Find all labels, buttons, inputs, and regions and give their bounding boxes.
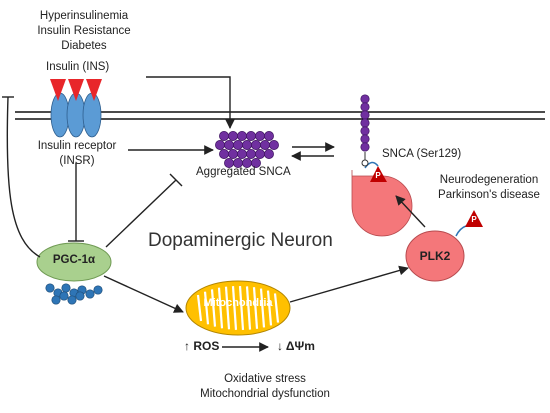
receptor-label: Insulin receptor (INSR) (22, 139, 132, 169)
condition-insulin-resistance: Insulin Resistance (37, 25, 131, 37)
mitochondria-node (185, 280, 291, 336)
snca-ser129-label: SNCA (Ser129) (382, 148, 462, 160)
cell-membrane (15, 111, 545, 120)
neurodegeneration-line1: Neurodegeneration (439, 174, 539, 186)
delta-psi-label: ↓ ΔΨm (277, 339, 315, 353)
neurodegeneration-label: Neurodegeneration Parkinson's disease (428, 173, 550, 203)
insulin-label: Insulin (INS) (46, 61, 110, 73)
inhibition-lines (2, 96, 183, 258)
plk2-node (405, 230, 465, 282)
mitochondria-label: Mitochondria (203, 297, 273, 309)
pgc1a-label: PGC-1α (52, 254, 96, 266)
outcome-mito-dysfunction: Mitochondrial dysfunction (200, 388, 330, 400)
insulin-receptor (50, 92, 102, 138)
aggregated-snca-label: Aggregated SNCA (196, 166, 291, 178)
condition-hyperinsulinemia: Hyperinsulinemia (39, 10, 129, 22)
ros-label: ↑ ROS (184, 339, 220, 353)
pgc1a-chain (45, 283, 103, 305)
neuron-title: Dopaminergic Neuron (148, 230, 333, 251)
condition-diabetes: Diabetes (61, 40, 107, 52)
neurodegeneration-line2: Parkinson's disease (438, 189, 540, 201)
phospho-label-plk2: P (471, 215, 477, 224)
plk2-label: PLK2 (419, 249, 451, 263)
outcome-oxidative-stress: Oxidative stress (224, 373, 306, 385)
snca-chain (360, 94, 370, 152)
outcomes-label: Oxidative stress Mitochondrial dysfuncti… (160, 372, 370, 402)
phospho-marker-snca (370, 166, 387, 182)
phospho-marker-plk2 (465, 210, 483, 227)
snca-binding-protein (351, 170, 413, 237)
receptor-label-line1: Insulin receptor (37, 140, 117, 152)
pathway-arrows (103, 76, 426, 352)
conditions-label: Hyperinsulinemia Insulin Resistance Diab… (20, 9, 148, 54)
pgc1a-node (36, 242, 112, 282)
phospho-label-snca: P (375, 171, 381, 180)
insulin-ligands (50, 79, 102, 101)
aggregated-snca-cluster (215, 131, 279, 168)
receptor-label-line2: (INSR) (59, 155, 95, 167)
